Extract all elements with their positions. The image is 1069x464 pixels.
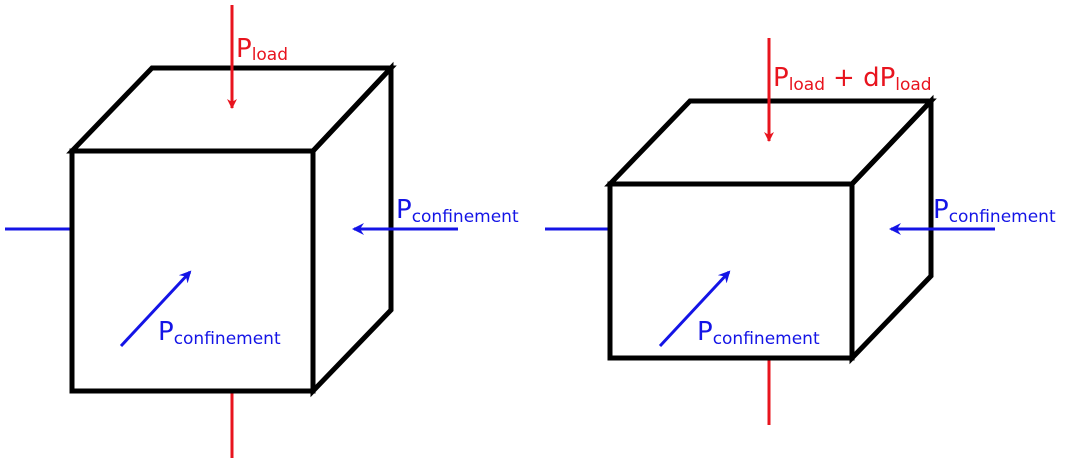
right-side-confinement-label: Pconfinement [933, 195, 1056, 227]
left-cube-front-face [69, 148, 316, 394]
left-cube-group: Pload Pconfinement Pconfinement [5, 5, 519, 458]
left-load-label: Pload [236, 34, 288, 65]
left-cube [66, 61, 397, 398]
right-front-confinement-label: Pconfinement [697, 317, 820, 349]
right-load-label: Pload+ dPload [773, 63, 932, 95]
left-front-confinement-label: Pconfinement [158, 317, 281, 349]
left-front-confinement-arrow [119, 270, 192, 348]
right-cube-group: Pload+ dPload Pconfinement Pconfinement [545, 38, 1056, 425]
right-cube [604, 94, 937, 365]
right-front-confinement-arrow [658, 270, 731, 348]
right-cube-front-face [607, 181, 855, 361]
left-side-confinement-label: Pconfinement [396, 195, 519, 227]
